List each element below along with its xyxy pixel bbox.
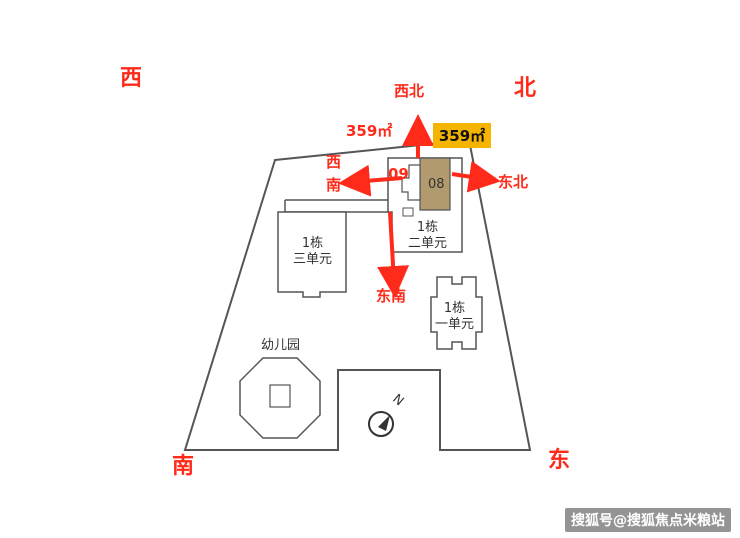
unit-08-label: 08 xyxy=(428,177,445,192)
b1-unit2-line2: 二单元 xyxy=(408,236,448,252)
label-southwest-line1: 西 xyxy=(326,153,342,171)
compass-needle xyxy=(378,415,390,431)
unit-09-block xyxy=(401,164,421,201)
site-boundary xyxy=(183,138,532,451)
direction-north: 北 xyxy=(514,76,537,101)
kindergarten-courtyard xyxy=(269,384,291,408)
direction-south: 南 xyxy=(172,454,195,479)
building-1-unit-1 xyxy=(430,276,483,350)
b1-unit3-line1: 1栋 xyxy=(301,236,324,251)
label-southwest-line2: 南 xyxy=(326,176,342,194)
label-southeast: 东南 xyxy=(376,287,407,305)
b1-unit1-line1: 1栋 xyxy=(443,301,466,316)
area-badge: 359㎡ xyxy=(433,123,491,148)
southwest-arrow xyxy=(338,164,403,197)
building-1-unit-2-label: 1栋 二单元 xyxy=(408,220,447,253)
southeast-arrow xyxy=(377,211,410,298)
kindergarten-label: 幼儿园 xyxy=(261,338,301,353)
label-northwest: 西北 xyxy=(394,82,425,100)
building-1-unit-1-label: 1栋 一单元 xyxy=(435,301,474,334)
label-northeast: 东北 xyxy=(498,173,529,191)
b1-unit3-line2: 三单元 xyxy=(293,252,333,268)
connecting-road xyxy=(284,199,392,213)
b1-unit1-line2: 一单元 xyxy=(435,317,475,333)
unit-09-label: 09 xyxy=(388,165,409,183)
building-1-unit-3 xyxy=(277,211,347,298)
direction-west: 西 xyxy=(120,66,143,91)
direction-east: 东 xyxy=(548,448,571,473)
northeast-arrow xyxy=(451,160,501,193)
unit-2-core xyxy=(402,207,414,217)
building-1-unit-3-label: 1栋 三单元 xyxy=(293,236,332,269)
area-label-left: 359㎡ xyxy=(346,122,393,140)
watermark: 搜狐号@搜狐焦点米粮站 xyxy=(565,508,731,532)
b1-unit2-line1: 1栋 xyxy=(416,220,439,235)
